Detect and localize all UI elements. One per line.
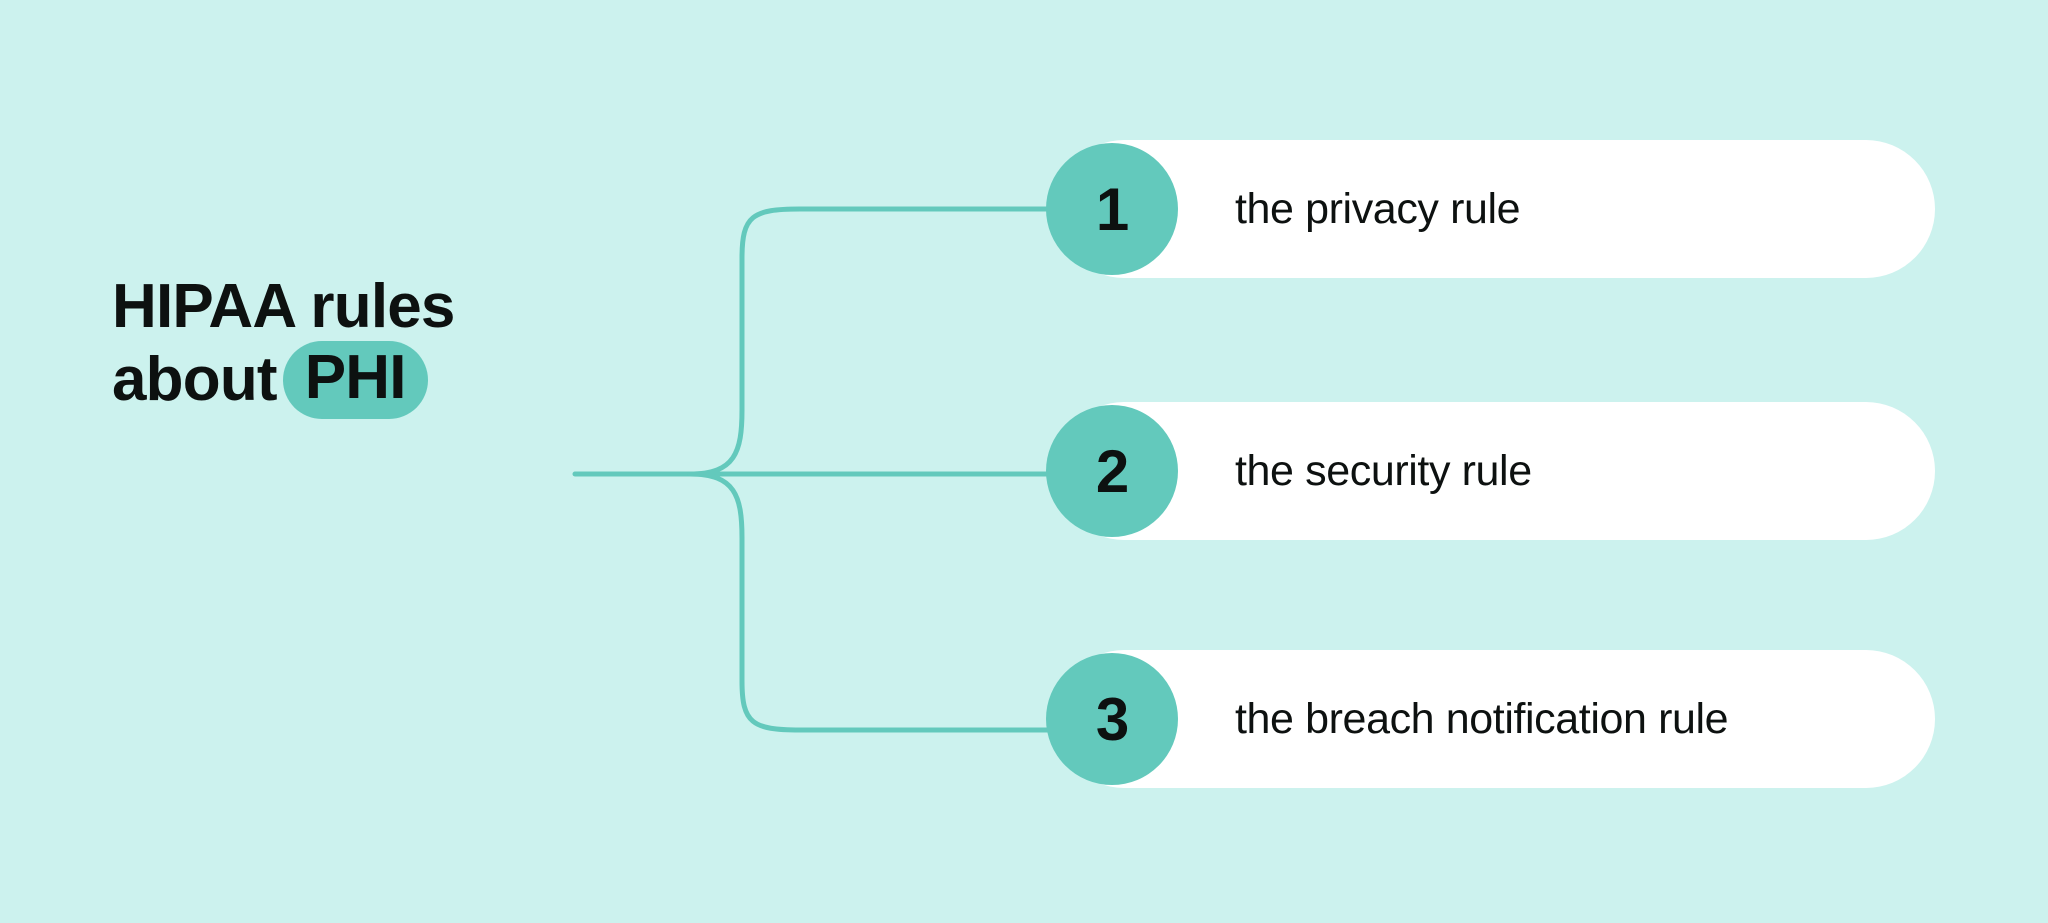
root-title-line-1: HIPAA rules bbox=[112, 272, 455, 341]
root-title-prefix: about bbox=[112, 344, 278, 414]
branch-number-badge-3: 3 bbox=[1046, 653, 1178, 785]
branch-label-3: the breach notification rule bbox=[1235, 694, 1729, 743]
connector-branch-1 bbox=[687, 206, 1065, 477]
branch-card-1[interactable]: 1 the privacy rule bbox=[1046, 140, 1935, 278]
connector-branch-3 bbox=[687, 471, 1065, 733]
branch-label-1: the privacy rule bbox=[1235, 184, 1521, 233]
root-title-line-2: about PHI bbox=[112, 341, 552, 419]
branch-card-2[interactable]: 2 the security rule bbox=[1046, 402, 1935, 540]
branch-label-2: the security rule bbox=[1235, 446, 1532, 495]
branch-card-3[interactable]: 3 the breach notification rule bbox=[1046, 650, 1935, 788]
phi-highlight-pill: PHI bbox=[282, 341, 428, 419]
root-node-title: HIPAA rules about PHI bbox=[112, 272, 552, 419]
branch-number-badge-2: 2 bbox=[1046, 405, 1178, 537]
branch-number-badge-1: 1 bbox=[1046, 143, 1178, 275]
